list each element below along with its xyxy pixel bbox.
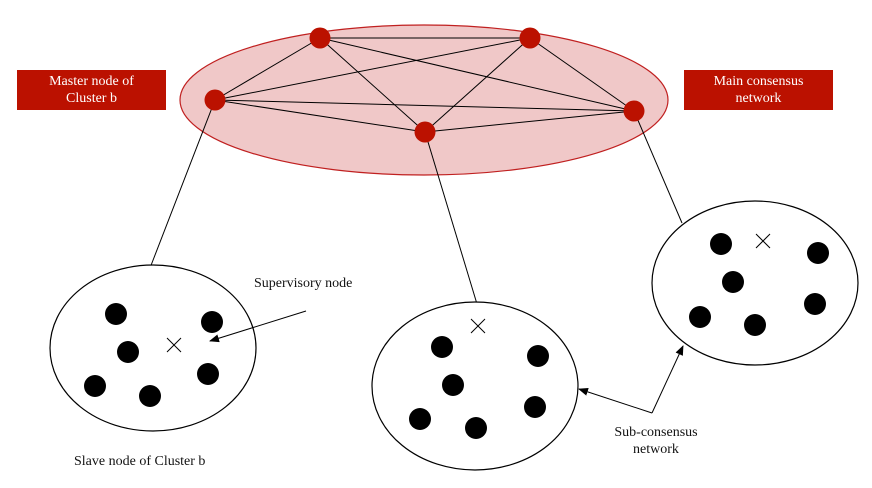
cluster-left-slave-node-2 xyxy=(201,311,223,333)
edge-a-c xyxy=(214,37,531,101)
cluster-right-ellipse xyxy=(651,200,859,366)
cluster-right-slave-node-2 xyxy=(807,242,829,264)
edge-a-e xyxy=(214,99,635,112)
sub-consensus-label: Sub-consensus network xyxy=(612,424,700,458)
main-consensus-label-line-1: Main consensus xyxy=(713,74,804,89)
main-consensus-ellipse xyxy=(179,24,669,176)
master-node-b xyxy=(309,27,331,49)
cluster-right-slave-node-6 xyxy=(744,314,766,336)
master-node-a xyxy=(204,89,226,111)
link-master-e-to-cluster-right xyxy=(633,110,683,224)
cluster-middle-slave-node-5 xyxy=(409,408,431,430)
master-node-d xyxy=(414,121,436,143)
main-consensus-label-line-2: network xyxy=(735,91,782,106)
master-node-c xyxy=(519,27,541,49)
main-consensus-label: Main consensus network xyxy=(684,70,833,110)
edge-d-e xyxy=(424,110,635,133)
sub-consensus-label-line-2: network xyxy=(633,442,679,457)
cluster-left-slave-node-6 xyxy=(139,385,161,407)
edge-c-d xyxy=(424,37,531,133)
cluster-middle-ellipse xyxy=(371,301,579,471)
cluster-middle-slave-node-4 xyxy=(524,396,546,418)
supervisory-node-label: Supervisory node xyxy=(254,276,353,291)
supervisory-node-arrow xyxy=(209,310,307,343)
edge-b-e xyxy=(319,37,635,112)
master-node-label: Master node of Cluster b xyxy=(17,70,166,110)
cluster-middle-slave-node-6 xyxy=(465,417,487,439)
cluster-right-supervisory-node-icon xyxy=(755,233,771,249)
main-network-edges xyxy=(214,37,635,133)
cluster-middle-slave-node-1 xyxy=(431,336,453,358)
cluster-middle-slave-node-2 xyxy=(527,345,549,367)
edge-a-b xyxy=(214,37,321,101)
edge-b-d xyxy=(319,37,426,133)
master-node-label-line-2: Cluster b xyxy=(66,91,117,106)
sub-consensus-label-line-1: Sub-consensus xyxy=(614,425,698,440)
cluster-left-slave-node-5 xyxy=(84,375,106,397)
cluster-middle-supervisory-node-icon xyxy=(470,318,486,334)
cluster-middle-slave-node-3 xyxy=(442,374,464,396)
master-node-e xyxy=(623,100,645,122)
edge-c-e xyxy=(529,37,635,112)
cluster-right-slave-node-4 xyxy=(804,293,826,315)
sub-consensus-arrow-left xyxy=(578,388,653,414)
cluster-right-slave-node-5 xyxy=(689,306,711,328)
slave-node-label: Slave node of Cluster b xyxy=(74,454,206,469)
link-master-a-to-cluster-left xyxy=(149,99,216,269)
cluster-left-slave-node-4 xyxy=(197,363,219,385)
cluster-left-slave-node-3 xyxy=(117,341,139,363)
edge-a-d xyxy=(214,99,426,133)
cluster-left-slave-node-1 xyxy=(105,303,127,325)
master-node-label-line-1: Master node of xyxy=(49,74,134,89)
cluster-left-supervisory-node-icon xyxy=(166,337,182,353)
cluster-right-slave-node-3 xyxy=(722,271,744,293)
cluster-right-slave-node-1 xyxy=(710,233,732,255)
link-master-d-to-cluster-middle xyxy=(424,131,478,305)
sub-consensus-arrow-right xyxy=(651,345,684,414)
